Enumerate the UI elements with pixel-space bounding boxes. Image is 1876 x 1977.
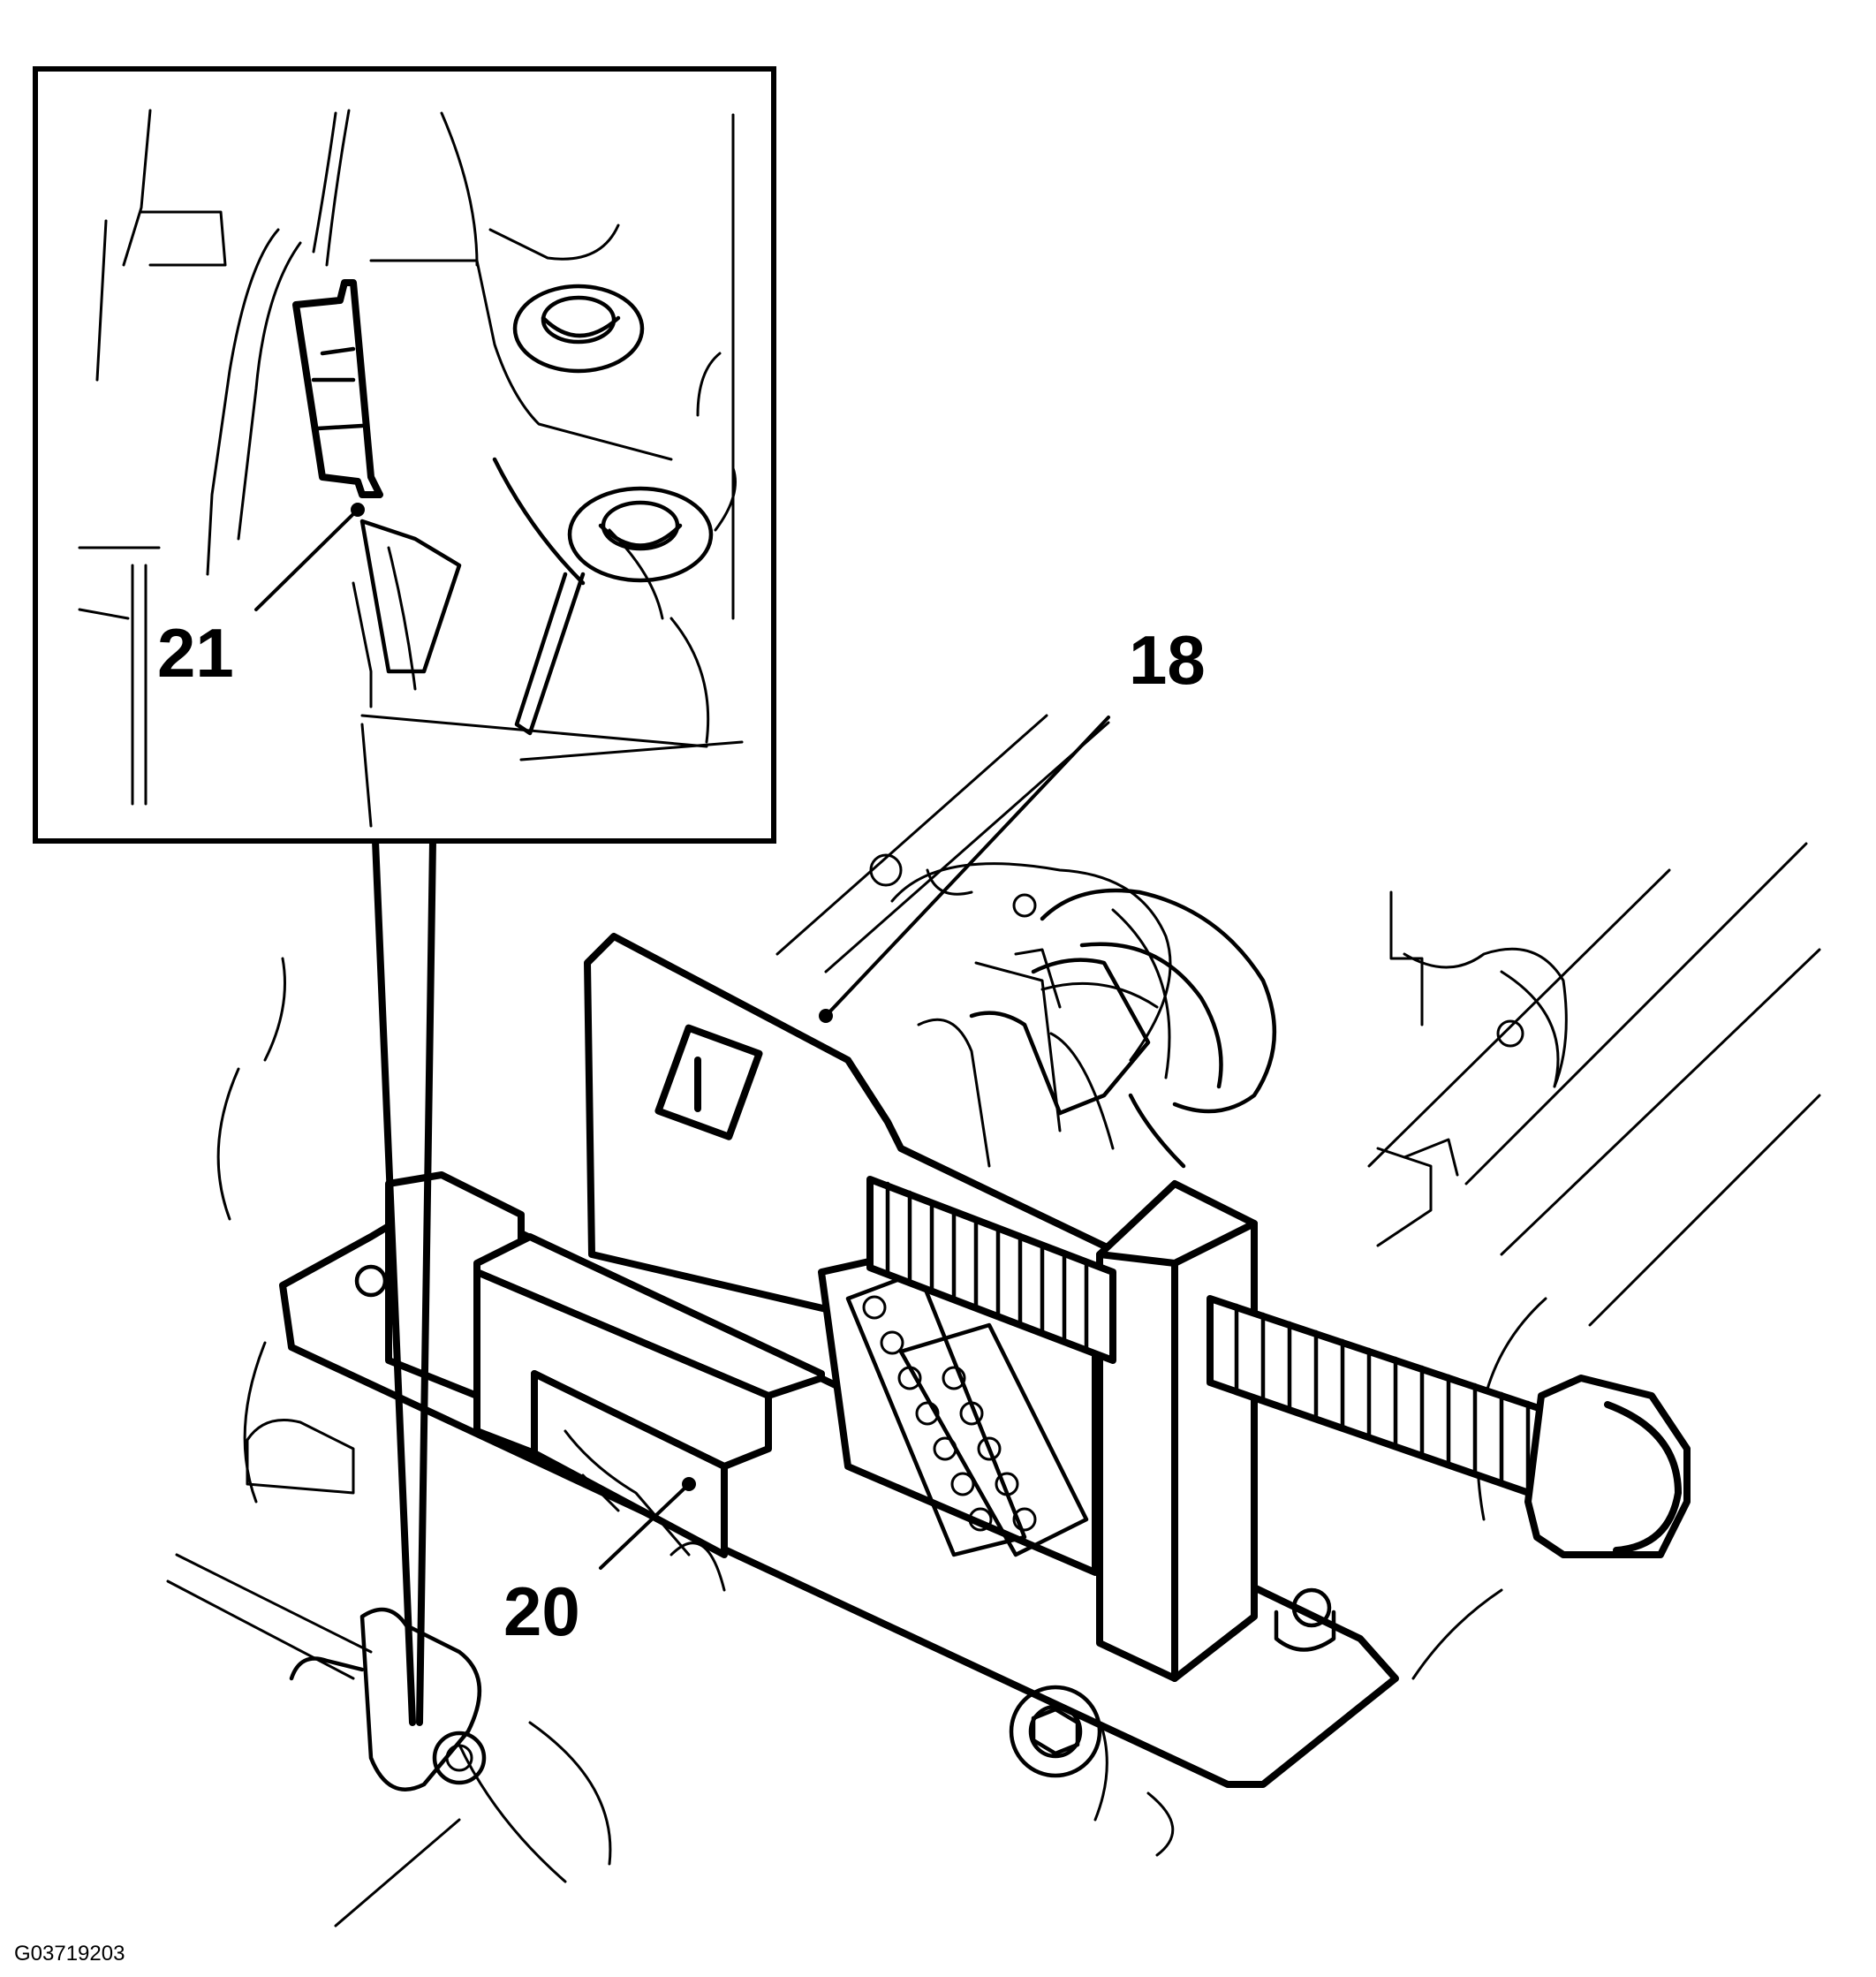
camshaft-housing xyxy=(869,853,1568,1247)
inset-detail xyxy=(33,66,776,844)
inset-leader xyxy=(372,837,436,1726)
callout-20: 20 xyxy=(503,1572,580,1650)
timing-chain-tool xyxy=(279,933,1399,1788)
camshaft-sprocket xyxy=(969,888,1277,1169)
figure-id: G03719203 xyxy=(14,1942,125,1966)
threaded-spindle xyxy=(866,1176,1691,1558)
leader-18 xyxy=(819,716,1110,1023)
chain-guide-area xyxy=(246,1419,691,1791)
leader-20 xyxy=(599,1477,696,1570)
engine-background-lines xyxy=(166,714,1821,1928)
callout-18: 18 xyxy=(1129,621,1206,699)
callout-21: 21 xyxy=(157,614,234,692)
